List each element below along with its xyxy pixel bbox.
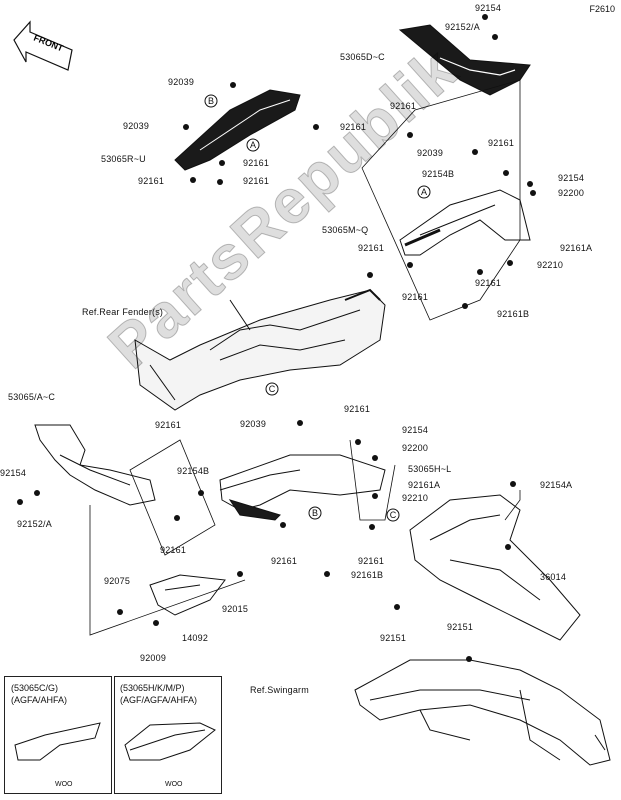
callout-a-circle [417, 185, 431, 199]
part-label[interactable]: 92039 [240, 419, 267, 429]
figure-id: F2610 [589, 4, 615, 14]
ref-label[interactable]: Ref.Swingarm [250, 685, 309, 695]
part-label[interactable]: 92161 [243, 176, 270, 186]
part-label[interactable]: 92210 [402, 493, 429, 503]
part-label[interactable]: 92151 [380, 633, 407, 643]
part-label[interactable]: 92161B [351, 570, 384, 580]
part-label[interactable]: 92161 [155, 420, 182, 430]
left-seat-cover-part [174, 89, 301, 171]
part-label[interactable]: 92161A [560, 243, 593, 253]
inset-panel-right: (53065H/K/M/P) (AGF/AGFA/AHFA) WOO [114, 676, 222, 794]
inset-line1: (53065H/K/M/P) [120, 683, 185, 693]
callout-a-1: A [250, 140, 256, 150]
part-label[interactable]: 14092 [182, 633, 209, 643]
callout-c-2: C [390, 510, 397, 520]
callout-b-2: B [312, 508, 318, 518]
part-label[interactable]: 92161 [488, 138, 515, 148]
part-label[interactable]: 53065D~C [340, 52, 385, 62]
part-label[interactable]: 92152/A [445, 22, 480, 32]
part-label[interactable]: 92161 [138, 176, 165, 186]
inset-line1: (53065C/G) [11, 683, 59, 693]
part-label[interactable]: 92154 [558, 173, 585, 183]
part-label[interactable]: 92161 [390, 101, 417, 111]
part-label[interactable]: 92039 [123, 121, 150, 131]
part-label[interactable]: 92161 [344, 404, 371, 414]
callout-c-circle [386, 508, 400, 522]
part-label[interactable]: 53065/A~C [8, 392, 56, 402]
part-label[interactable]: 92161 [402, 292, 429, 302]
part-label[interactable]: 92039 [168, 77, 195, 87]
part-label[interactable]: 92154 [475, 3, 502, 13]
part-label[interactable]: 92154 [402, 425, 429, 435]
ref-label[interactable]: Ref.Rear Fender(s) [82, 307, 164, 317]
fastener-markers [17, 14, 536, 662]
callout-b-circle [204, 94, 218, 108]
part-label[interactable]: 92161B [497, 309, 530, 319]
part-label[interactable]: 92009 [140, 653, 167, 663]
inset-panel-left: (53065C/G) (AGFA/AHFA) WOO [4, 676, 112, 794]
part-label[interactable]: 53065H~L [408, 464, 452, 474]
small-cover-14092-part [149, 574, 226, 616]
callout-b-1: B [208, 96, 214, 106]
part-label[interactable]: 92154A [540, 480, 573, 490]
part-label[interactable]: 92015 [222, 604, 249, 614]
part-label[interactable]: 92200 [558, 188, 585, 198]
part-label[interactable]: 92151 [447, 622, 474, 632]
part-label[interactable]: 92154B [177, 466, 210, 476]
callout-a-2: A [421, 187, 427, 197]
part-label[interactable]: 92161 [358, 243, 385, 253]
inset-line2: (AGF/AGFA/AHFA) [120, 695, 198, 705]
inset-line2: (AGFA/AHFA) [11, 695, 68, 705]
part-label[interactable]: 92161 [340, 122, 367, 132]
part-label[interactable]: 36014 [540, 572, 567, 582]
part-label[interactable]: 92039 [417, 148, 444, 158]
inset-code: WOO [165, 781, 183, 788]
rear-fender-frame [134, 288, 386, 411]
part-label[interactable]: 53065R~U [101, 154, 146, 164]
inset-code: WOO [55, 781, 73, 788]
part-label[interactable]: 92161 [475, 278, 502, 288]
front-arrow-label: FRONT [32, 33, 65, 54]
part-label[interactable]: 92200 [402, 443, 429, 453]
lower-left-side-cover-part [34, 424, 156, 506]
part-label[interactable]: 92152/A [17, 519, 52, 529]
part-label[interactable]: 92161 [271, 556, 298, 566]
callout-c-circle [265, 382, 279, 396]
front-arrow-icon [13, 20, 73, 71]
part-label[interactable]: 53065M~Q [322, 225, 369, 235]
swingarm-part [354, 659, 611, 766]
bracket-36014-part [409, 494, 581, 641]
center-cover-part [399, 189, 531, 256]
callout-c-1: C [269, 384, 276, 394]
lower-center-side-cover-part [219, 454, 386, 521]
part-label[interactable]: 92154B [422, 169, 455, 179]
callout-a-circle [246, 138, 260, 152]
part-label[interactable]: 92161 [243, 158, 270, 168]
callout-b-circle [308, 506, 322, 520]
part-label[interactable]: 92154 [0, 468, 27, 478]
part-label[interactable]: 92161A [408, 480, 441, 490]
part-label[interactable]: 92161 [160, 545, 187, 555]
part-label[interactable]: 92161 [358, 556, 385, 566]
part-label[interactable]: 92075 [104, 576, 131, 586]
part-label[interactable]: 92210 [537, 260, 564, 270]
